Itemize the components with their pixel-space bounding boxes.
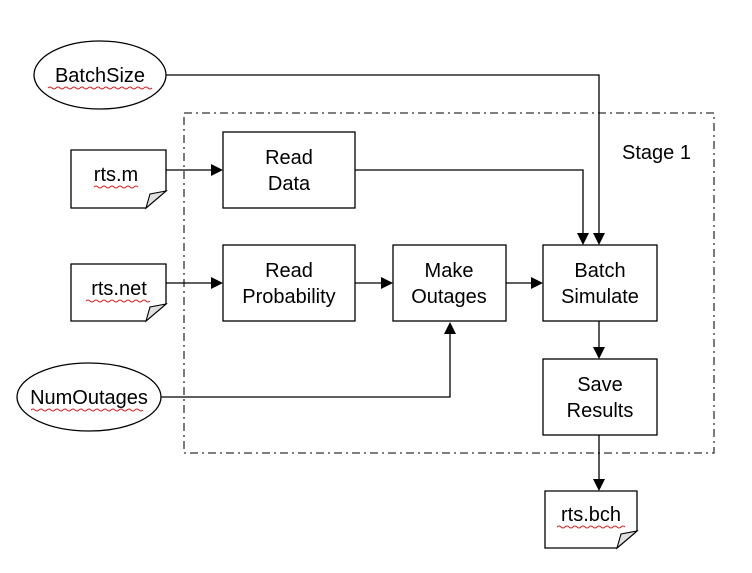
- arrowhead: [593, 479, 605, 491]
- arrowhead: [211, 277, 223, 289]
- process-box: [222, 244, 356, 322]
- connectors: [160, 74, 605, 491]
- input-batchsize: BatchSize: [33, 40, 167, 110]
- process-label-line1: Read: [265, 260, 313, 282]
- spellcheck-underline: [556, 525, 626, 529]
- connector-read-data-to-batch-simulate: [355, 169, 584, 236]
- arrowhead: [593, 233, 605, 245]
- file-label: rts.net: [91, 278, 147, 300]
- process-read-data: Read Data: [222, 131, 356, 209]
- document-fold: [144, 190, 168, 210]
- spellcheck-underline: [93, 185, 139, 189]
- spellcheck-underline: [47, 86, 153, 90]
- process-batch-simulate: Batch Simulate: [542, 244, 658, 322]
- process-make-outages: Make Outages: [392, 244, 507, 322]
- document-fold: [144, 303, 168, 323]
- arrowhead: [211, 164, 223, 176]
- stage-label: Stage 1: [622, 142, 691, 164]
- process-save-results: Save Results: [542, 358, 658, 436]
- file-label: rts.m: [94, 164, 138, 186]
- process-label-line2: Simulate: [561, 286, 639, 308]
- process-label-line2: Outages: [411, 286, 487, 308]
- arrowhead: [577, 233, 589, 245]
- connector-batchsize-to-batch-simulate: [166, 74, 600, 236]
- process-label-line2: Data: [268, 173, 311, 195]
- input-ellipse: [16, 362, 162, 432]
- process-box: [392, 244, 507, 322]
- arrowhead: [381, 277, 393, 289]
- arrowhead: [593, 347, 605, 359]
- process-box: [542, 244, 658, 322]
- process-label-line1: Save: [577, 374, 623, 396]
- file-rts-m: rts.m: [70, 149, 168, 210]
- process-label-line2: Probability: [242, 286, 335, 308]
- process-box: [222, 131, 356, 209]
- process-label-line1: Read: [265, 147, 313, 169]
- input-ellipse: [33, 40, 167, 110]
- file-rts-bch: rts.bch: [544, 490, 639, 550]
- arrowhead: [444, 322, 456, 334]
- process-box: [542, 358, 658, 436]
- file-label: rts.bch: [561, 504, 621, 526]
- input-label: NumOutages: [30, 387, 148, 409]
- spellcheck-underline: [30, 408, 144, 412]
- input-label: BatchSize: [55, 65, 145, 87]
- process-label-line2: Results: [567, 400, 634, 422]
- process-read-probability: Read Probability: [222, 244, 356, 322]
- process-label-line1: Batch: [574, 260, 625, 282]
- arrowhead: [531, 277, 543, 289]
- spellcheck-underline: [85, 299, 151, 303]
- file-rts-net: rts.net: [70, 263, 168, 323]
- document-fold: [615, 530, 639, 550]
- connector-numoutages-to-make-outages: [160, 331, 451, 398]
- process-label-line1: Make: [425, 260, 474, 282]
- input-numoutages: NumOutages: [16, 362, 162, 432]
